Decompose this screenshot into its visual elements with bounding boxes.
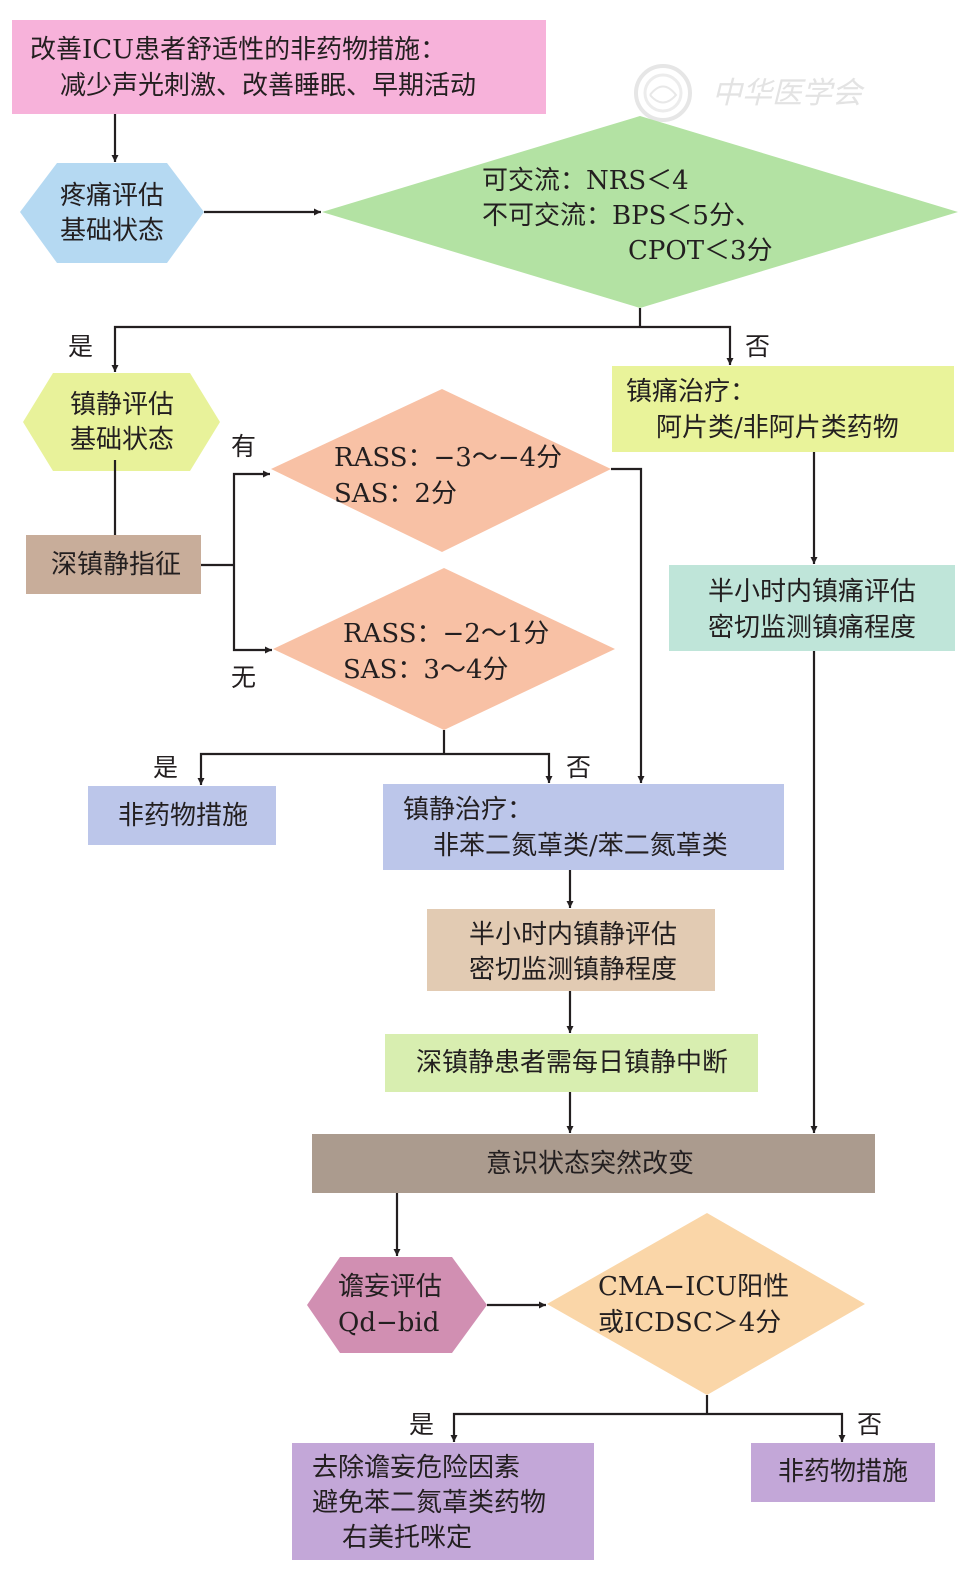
- sedation-assessment-hexagon[interactable]: [23, 373, 220, 471]
- light-target-text-line: SAS：3～4分: [343, 655, 508, 685]
- label-delirium-no: 否: [857, 1410, 882, 1439]
- analgesia-treatment-text-line: 镇痛治疗：: [626, 377, 756, 407]
- deep-sedation-indication-box[interactable]: [26, 535, 201, 594]
- arrow-criteria-yes: [111, 325, 640, 372]
- pain-criteria-diamond[interactable]: [322, 116, 958, 308]
- delirium-assessment-hexagon[interactable]: [307, 1257, 487, 1353]
- pain-criteria-text-line: 可交流：NRS＜4: [482, 166, 689, 196]
- arrow-indication-no: [232, 565, 272, 654]
- sedation-treatment-text-line: 镇静治疗：: [403, 795, 533, 825]
- sedation-reassess-text-line: 半小时内镇静评估: [469, 920, 677, 950]
- pain-assess-text-line: 疼痛评估: [60, 181, 164, 211]
- deep-target-text-line: SAS：2分: [334, 479, 457, 509]
- arrow-deep-to-treatment: [611, 467, 645, 783]
- delirium-negative-text-line: 非药物措施: [778, 1457, 908, 1487]
- connectors: [111, 114, 846, 1442]
- delirium-assess-text-line: Qd−bid: [338, 1308, 439, 1338]
- delirium-positive-text-line: 避免苯二氮䓬类药物: [312, 1488, 546, 1518]
- sedation-reassess-text-line: 密切监测镇静程度: [469, 955, 677, 985]
- deep-sedation-indication-text-line: 深镇静指征: [51, 550, 181, 580]
- daily-interruption-text-line: 深镇静患者需每日镇静中断: [416, 1048, 728, 1078]
- label-deep-no: 无: [231, 663, 256, 692]
- analgesia-reassessment-box[interactable]: [669, 565, 955, 651]
- label-pain-no: 否: [745, 332, 770, 361]
- nonpharm-sedation-box[interactable]: [88, 786, 276, 845]
- pain-criteria-text-line: CPOT＜3分: [628, 236, 773, 266]
- arrow-light-yes: [197, 752, 444, 785]
- sedation-reassessment-box[interactable]: [427, 909, 715, 991]
- sedation-assess-text-line: 镇静评估: [70, 390, 174, 420]
- analgesia-treatment-text-line: 阿片类/非阿片类药物: [656, 413, 899, 443]
- delirium-positive-box[interactable]: [292, 1443, 594, 1560]
- sedation-treatment-box[interactable]: [383, 784, 784, 870]
- arrow-delirium-no: [707, 1412, 846, 1442]
- analgesia-reassess-text-line: 半小时内镇痛评估: [708, 577, 916, 607]
- watermark: 中华医学会: [634, 64, 865, 122]
- label-light-no: 否: [566, 753, 591, 782]
- analgesia-reassess-text-line: 密切监测镇痛程度: [708, 613, 916, 643]
- delirium-criteria-text-line: CMA−ICU阳性: [598, 1272, 789, 1302]
- pain-criteria-text-line: 不可交流：BPS＜5分、: [482, 201, 761, 231]
- arrow-indication-yes: [232, 470, 270, 565]
- delirium-positive-text-line: 右美托咪定: [342, 1523, 472, 1553]
- delirium-criteria-text-line: 或ICDSC＞4分: [598, 1308, 781, 1338]
- light-sedation-target-diamond[interactable]: [273, 568, 615, 730]
- edge-labels: 是 否 有 无 是 否 是 否: [68, 332, 882, 1439]
- deep-sedation-target-diamond[interactable]: [271, 389, 611, 552]
- analgesia-treatment-box[interactable]: [612, 366, 954, 452]
- label-deep-yes: 有: [231, 432, 256, 461]
- delirium-positive-text-line: 去除谵妄危险因素: [312, 1453, 520, 1483]
- deep-target-text-line: RASS：−3～−4分: [334, 443, 562, 473]
- sedation-treatment-text-line: 非苯二氮䓬类/苯二氮䓬类: [433, 831, 728, 861]
- consciousness-change-box[interactable]: [312, 1134, 875, 1193]
- consciousness-change-text-line: 意识状态突然改变: [486, 1149, 694, 1179]
- nonpharm-top-text-line: 改善ICU患者舒适性的非药物措施：: [30, 35, 446, 65]
- arrow-light-no: [444, 752, 553, 783]
- arrow-delirium-yes: [450, 1412, 707, 1442]
- watermark-text: 中华医学会: [712, 76, 865, 111]
- society-seal-icon: [634, 64, 692, 122]
- label-light-yes: 是: [153, 753, 178, 782]
- arrow-criteria-no: [640, 325, 734, 365]
- nonpharm-sedation-text-line: 非药物措施: [118, 801, 248, 831]
- node-texts: 改善ICU患者舒适性的非药物措施： 减少声光刺激、改善睡眠、早期活动疼痛评估基础状…: [30, 35, 916, 1553]
- delirium-negative-box[interactable]: [751, 1443, 935, 1502]
- sedation-assess-text-line: 基础状态: [70, 425, 174, 455]
- label-pain-yes: 是: [68, 332, 93, 361]
- pain-assessment-hexagon[interactable]: [20, 163, 204, 263]
- delirium-criteria-diamond[interactable]: [547, 1213, 865, 1395]
- light-target-text-line: RASS：−2～1分: [343, 619, 549, 649]
- nonpharm-comfort-box[interactable]: [12, 20, 546, 114]
- delirium-assess-text-line: 谵妄评估: [338, 1272, 442, 1302]
- label-delirium-yes: 是: [409, 1410, 434, 1439]
- pain-assess-text-line: 基础状态: [60, 216, 164, 246]
- nonpharm-top-text-line: 减少声光刺激、改善睡眠、早期活动: [60, 71, 476, 101]
- daily-interruption-box[interactable]: [385, 1034, 758, 1092]
